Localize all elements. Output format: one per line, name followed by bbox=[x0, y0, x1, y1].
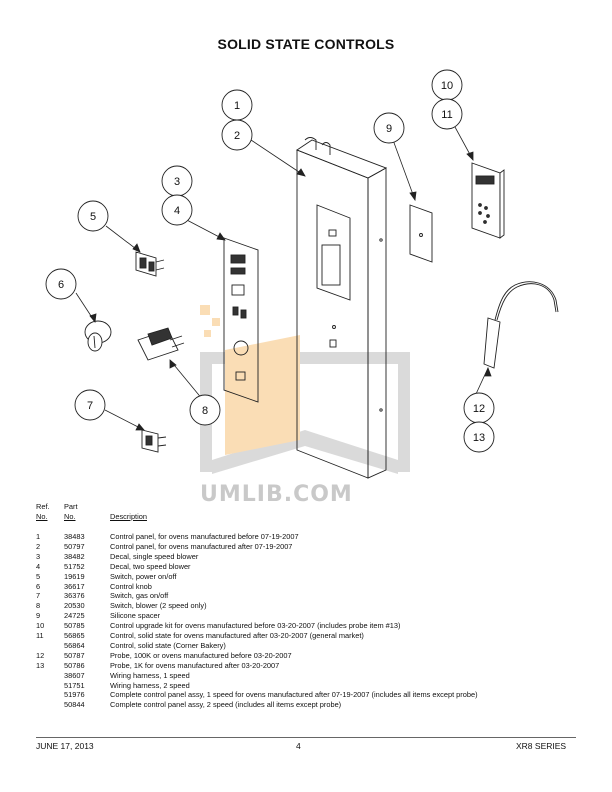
callout-7 bbox=[74, 389, 106, 421]
ref-cell: 6 bbox=[36, 581, 41, 591]
header-part-line1: Part bbox=[64, 502, 78, 511]
callout-circles bbox=[45, 69, 495, 453]
blower-switch bbox=[137, 327, 185, 361]
part-number-cell: 50786 bbox=[64, 660, 85, 670]
footer-series: XR8 SERIES bbox=[516, 741, 567, 751]
part-number-cell: 20530 bbox=[64, 601, 85, 611]
description-cell: Complete control panel assy, 2 speed (in… bbox=[110, 700, 342, 710]
callout-label-9: 9 bbox=[386, 123, 392, 135]
ref-cell: 9 bbox=[36, 611, 41, 621]
ref-cell: 4 bbox=[36, 561, 41, 571]
callout-9 bbox=[373, 112, 405, 144]
exploded-parts-diagram: 1 2 3 4 5 6 7 8 9 10 11 12 13 bbox=[45, 69, 559, 479]
part-number-cell: 56864 bbox=[64, 640, 85, 650]
ref-cell: 5 bbox=[36, 571, 41, 581]
control-panel bbox=[296, 137, 388, 479]
callout-8 bbox=[189, 394, 221, 426]
part-number-cell: 19619 bbox=[64, 571, 85, 581]
callout-label-11: 11 bbox=[441, 109, 452, 121]
gas-switch bbox=[141, 429, 167, 453]
callout-5 bbox=[77, 200, 109, 232]
callout-label-13: 13 bbox=[473, 432, 485, 444]
callout-label-3: 3 bbox=[174, 176, 180, 188]
description-cell: Decal, two speed blower bbox=[110, 561, 191, 571]
ref-cell: 2 bbox=[36, 541, 41, 551]
part-number-cell: 51976 bbox=[64, 690, 85, 700]
description-cell: Control panel, for ovens manufactured af… bbox=[110, 541, 293, 551]
footer-page-number: 4 bbox=[296, 741, 301, 751]
ref-cell: 13 bbox=[36, 660, 45, 670]
callout-2 bbox=[221, 119, 253, 151]
part-number-cell: 50787 bbox=[64, 650, 85, 660]
ref-cell: 12 bbox=[36, 650, 45, 660]
callout-13 bbox=[463, 421, 495, 453]
callout-label-5: 5 bbox=[90, 211, 96, 223]
part-number-cell: 38607 bbox=[64, 670, 85, 680]
ref-cell: 3 bbox=[36, 551, 41, 561]
ref-cell: 7 bbox=[36, 591, 41, 601]
footer-date: JUNE 17, 2013 bbox=[36, 741, 94, 751]
description-cell: Silicone spacer bbox=[110, 611, 161, 621]
callout-label-8: 8 bbox=[202, 405, 208, 417]
callout-label-1: 1 bbox=[234, 100, 240, 112]
header-part-line2: No. bbox=[64, 512, 76, 521]
power-switch bbox=[135, 251, 165, 277]
part-number-cell: 38483 bbox=[64, 532, 85, 541]
part-number-cell: 51751 bbox=[64, 680, 85, 690]
description-cell: Complete control panel assy, 1 speed for… bbox=[110, 690, 478, 700]
watermark-logo bbox=[200, 305, 410, 474]
silicone-spacer bbox=[409, 204, 433, 263]
part-number-cell: 50844 bbox=[64, 700, 85, 710]
part-number-cell: 38482 bbox=[64, 551, 85, 561]
part-number-cell: 50797 bbox=[64, 541, 85, 551]
description-cell: Control, solid state (Corner Bakery) bbox=[110, 640, 226, 650]
ref-cell: 11 bbox=[36, 631, 44, 640]
part-number-cell: 50785 bbox=[64, 621, 85, 631]
callout-labels: 1 2 3 4 5 6 7 8 9 10 11 12 13 bbox=[58, 80, 485, 444]
description-cell: Wiring harness, 1 speed bbox=[110, 670, 190, 680]
footer-rule bbox=[36, 737, 576, 738]
header-description: Description bbox=[110, 512, 147, 521]
description-cell: Wiring harness, 2 speed bbox=[110, 680, 190, 690]
callout-11 bbox=[431, 98, 463, 130]
part-number-cell: 36376 bbox=[64, 591, 85, 601]
temperature-probe bbox=[483, 281, 559, 369]
watermark-text: UMLIB.COM bbox=[200, 482, 353, 507]
callout-label-6: 6 bbox=[58, 279, 64, 291]
description-cell: Control panel, for ovens manufactured be… bbox=[110, 532, 299, 541]
header-ref-line1: Ref. bbox=[36, 502, 50, 511]
callout-label-4: 4 bbox=[174, 205, 180, 217]
part-number-cell: 56865 bbox=[64, 631, 85, 640]
callout-label-2: 2 bbox=[234, 130, 240, 142]
callout-6 bbox=[45, 268, 77, 300]
description-cell: Switch, blower (2 speed only) bbox=[110, 601, 207, 611]
part-number-cell: 24725 bbox=[64, 611, 85, 621]
header-ref-line2: No. bbox=[36, 512, 48, 521]
leader-lines bbox=[75, 126, 492, 431]
description-cell: Probe, 100K or ovens manufactured before… bbox=[110, 650, 292, 660]
ref-cell: 1 bbox=[36, 532, 41, 541]
page-title: SOLID STATE CONTROLS bbox=[217, 36, 395, 52]
description-cell: Decal, single speed blower bbox=[110, 551, 199, 561]
control-knob bbox=[84, 320, 112, 352]
description-cell: Control, solid state for ovens manufactu… bbox=[110, 631, 364, 640]
callout-4 bbox=[161, 194, 193, 226]
callout-label-12: 12 bbox=[473, 403, 485, 415]
description-cell: Probe, 1K for ovens manufactured after 0… bbox=[110, 660, 280, 670]
description-cell: Control upgrade kit for ovens manufactur… bbox=[110, 621, 401, 631]
ref-cell: 8 bbox=[36, 601, 41, 611]
description-cell: Switch, power on/off bbox=[110, 571, 177, 581]
description-cell: Switch, gas on/off bbox=[110, 591, 169, 601]
part-number-cell: 36617 bbox=[64, 581, 85, 591]
part-number-cell: 51752 bbox=[64, 561, 85, 571]
decal bbox=[223, 237, 259, 403]
solid-state-control bbox=[471, 162, 505, 239]
callout-label-10: 10 bbox=[441, 80, 453, 92]
callout-label-7: 7 bbox=[87, 400, 93, 412]
ref-cell: 10 bbox=[36, 621, 45, 631]
description-cell: Control knob bbox=[110, 581, 152, 591]
